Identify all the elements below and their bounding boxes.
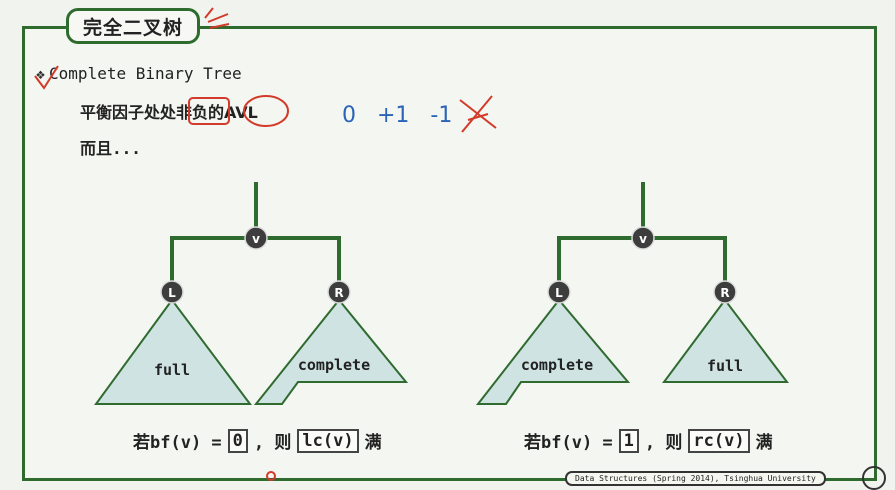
- svg-text:L: L: [555, 286, 563, 300]
- handwritten-values: 0 +1 -1: [342, 103, 452, 128]
- node-v: [244, 226, 268, 250]
- diamond-bullet-icon: ❖: [36, 64, 46, 83]
- subtree-label-left: complete: [521, 356, 593, 374]
- subtree-full: [662, 298, 790, 383]
- subtree-full: [94, 298, 252, 405]
- check-mark-icon: [204, 7, 230, 29]
- child-box: lc(v): [297, 428, 359, 453]
- cross-mark-icon: [459, 95, 497, 133]
- cursor-marker-icon: [266, 471, 276, 481]
- node-l: [160, 280, 184, 304]
- node-v: [631, 226, 655, 250]
- footer-credit: Data Structures (Spring 2014), Tsinghua …: [565, 471, 826, 486]
- node-r: [713, 280, 737, 304]
- svg-text:v: v: [252, 232, 260, 246]
- svg-text:v: v: [639, 232, 647, 246]
- definition-line: 平衡因子处处非负的AVL: [80, 103, 258, 122]
- subtree-label-left: full: [154, 361, 190, 379]
- subtree-label-right: full: [707, 357, 743, 375]
- bf-value-box: 1: [618, 428, 639, 453]
- svg-text:R: R: [334, 286, 343, 300]
- check-mark-icon: [34, 65, 59, 90]
- subtree-complete: [475, 298, 631, 405]
- handwriting-annotation: [34, 7, 497, 133]
- node-r: [327, 280, 351, 304]
- continuation-line: 而且...: [80, 139, 141, 158]
- highlight-circle: [243, 95, 289, 127]
- bf-value-box: 0: [227, 428, 248, 453]
- subtree-complete: [253, 298, 409, 405]
- page-indicator: [862, 466, 886, 490]
- caption-right: 若bf(v) = 1 , 则 rc(v) 满: [524, 428, 773, 453]
- tree-right: v L R complete full: [475, 182, 790, 405]
- svg-text:R: R: [720, 286, 729, 300]
- highlight-box: [188, 97, 230, 125]
- svg-text:L: L: [168, 286, 176, 300]
- slide-title: 完全二叉树: [66, 8, 201, 44]
- bullet-text: Complete Binary Tree: [49, 64, 242, 83]
- bullet-line: ❖ Complete Binary Tree: [36, 64, 242, 83]
- node-l: [547, 280, 571, 304]
- subtree-label-right: complete: [298, 356, 370, 374]
- slide-frame: [22, 26, 877, 481]
- child-box: rc(v): [688, 428, 750, 453]
- tree-left: v L R full complete: [94, 182, 409, 405]
- caption-left: 若bf(v) = 0 , 则 lc(v) 满: [133, 428, 382, 453]
